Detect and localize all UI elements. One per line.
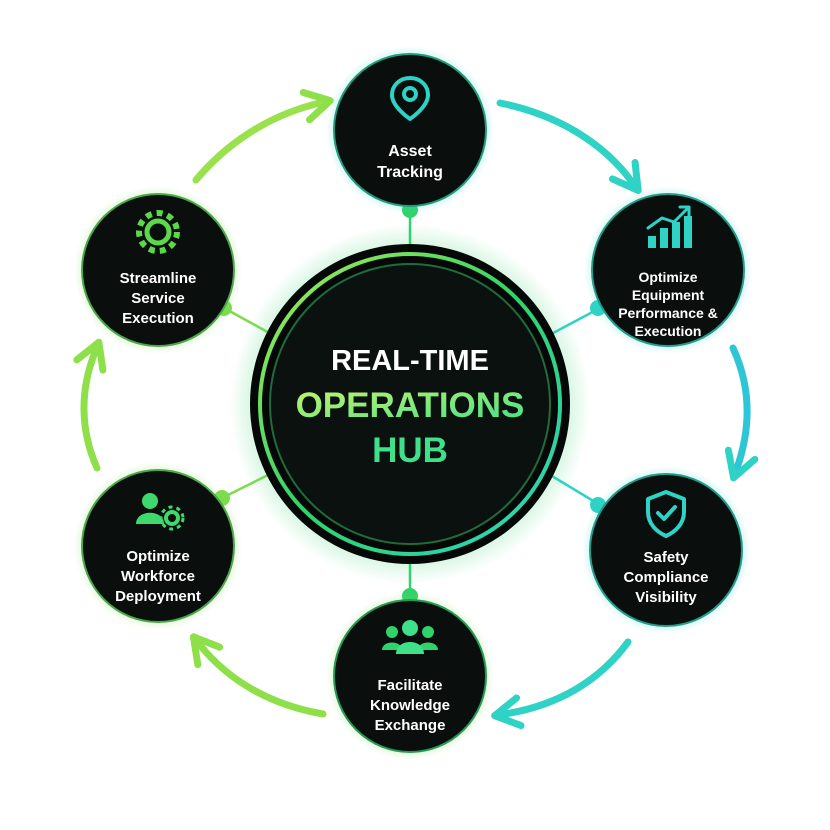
node-label-line: Equipment [632, 287, 705, 303]
node-label-line: Streamline [120, 270, 197, 287]
node-label-line: Execution [122, 310, 194, 327]
arrow-left [73, 338, 107, 472]
hub-title-line1: REAL-TIME [331, 345, 489, 377]
node-label-line: Execution [635, 323, 702, 339]
node-label-line: Optimize [126, 548, 189, 565]
node-facilitate-knowledge: Facilitate Knowledge Exchange [326, 592, 494, 760]
node-label-line: Visibility [635, 589, 697, 606]
node-label-line: Performance & [618, 305, 718, 321]
arrow-right [724, 344, 759, 482]
hub-title-line3: HUB [372, 431, 448, 470]
group-people-icon [382, 620, 438, 654]
node-label-line: Asset [388, 143, 432, 160]
node-label-line: Workforce [121, 568, 195, 585]
arrow-top-right [496, 99, 642, 194]
node-disc [591, 193, 745, 347]
hub-outer-ring [258, 252, 562, 556]
node-disc [81, 193, 235, 347]
node-streamline-service: Streamline Service Execution [74, 186, 242, 354]
node-label-line: Tracking [377, 164, 443, 181]
hub-inner-disc [269, 263, 551, 545]
shield-check-icon [646, 490, 686, 538]
arrow-bottom-left [189, 633, 327, 718]
node-label-line: Compliance [623, 569, 708, 586]
hub-title-line2: OPERATIONS [296, 386, 525, 425]
node-disc [333, 599, 487, 753]
node-label-line: Optimize [638, 269, 697, 285]
node-label-line: Knowledge [370, 697, 450, 714]
node-disc [81, 469, 235, 623]
arrow-bottom-right [491, 638, 632, 730]
node-label-line: Exchange [375, 717, 446, 734]
location-pin-icon [390, 76, 430, 121]
node-label-line: Deployment [115, 588, 201, 605]
gear-icon [136, 210, 180, 254]
central-hub: REAL-TIME OPERATIONS HUB [230, 224, 590, 584]
node-label-line: Facilitate [377, 677, 442, 694]
node-optimize-workforce: Optimize Workforce Deployment [74, 462, 242, 630]
node-asset-tracking: Asset Tracking [326, 46, 494, 214]
node-label-line: Service [131, 290, 184, 307]
node-disc [333, 53, 487, 207]
node-label-line: Safety [643, 549, 689, 566]
bar-chart-trend-icon [646, 205, 692, 248]
node-optimize-equipment: Optimize Equipment Performance & Executi… [584, 186, 752, 354]
node-safety-compliance: Safety Compliance Visibility [582, 466, 750, 634]
arrow-top-left [192, 89, 334, 184]
cycle-arrows [73, 89, 759, 730]
node-disc [589, 473, 743, 627]
person-gear-icon [136, 493, 185, 531]
